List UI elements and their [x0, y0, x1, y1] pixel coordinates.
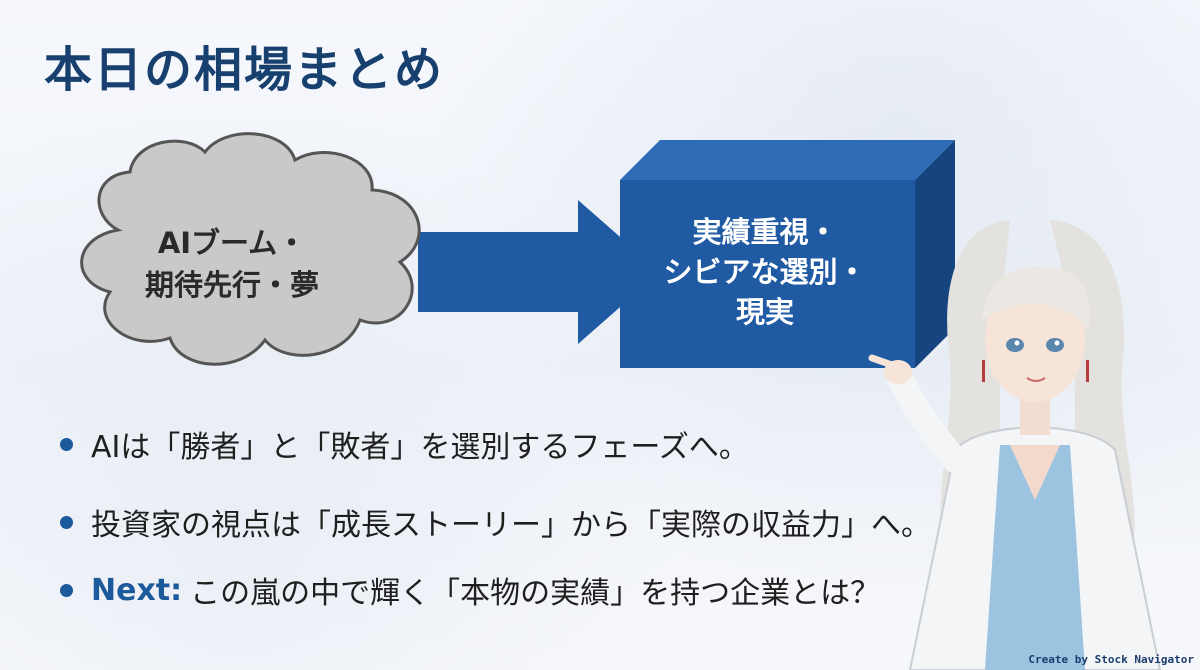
bullet-dot-icon [60, 515, 73, 529]
thought-cloud-shape [80, 132, 421, 366]
cloud-line-1: AIブーム・ [157, 226, 307, 260]
bullet-text: AIは「勝者」と「敗者」を選別するフェーズへ。 [91, 430, 749, 465]
box-line-3: 現実 [735, 295, 794, 329]
right-arrow-icon [418, 200, 660, 344]
bullet-text: この嵐の中で輝く「本物の実績」を持つ企業とは？ [190, 576, 881, 611]
cloud-line-2: 期待先行・夢 [144, 268, 319, 302]
bullet-item: 投資家の視点は「成長ストーリー」から「実際の収益力」へ。 [60, 500, 931, 544]
bullet-dot-icon [60, 437, 73, 451]
credit-text: Create by Stock Navigator [1028, 653, 1194, 666]
bullet-item: AIは「勝者」と「敗者」を選別するフェーズへ。 [60, 422, 749, 466]
bullet-dot-icon [60, 583, 73, 597]
box-line-2: シビアな選別・ [663, 255, 867, 289]
bullet-text: 投資家の視点は「成長ストーリー」から「実際の収益力」へ。 [91, 508, 931, 543]
3d-box [620, 140, 955, 368]
bullet-item: Next: この嵐の中で輝く「本物の実績」を持つ企業とは？ [60, 568, 880, 612]
slide-title: 本日の相場まとめ [44, 42, 445, 98]
box-line-1: 実績重視・ [692, 215, 838, 249]
cloud-label: AIブーム・ 期待先行・夢 [112, 222, 352, 306]
presenter-character-icon [868, 220, 1162, 670]
bullet-next-label: Next: [91, 572, 183, 608]
box-label: 実績重視・ シビアな選別・ 現実 [640, 212, 890, 332]
